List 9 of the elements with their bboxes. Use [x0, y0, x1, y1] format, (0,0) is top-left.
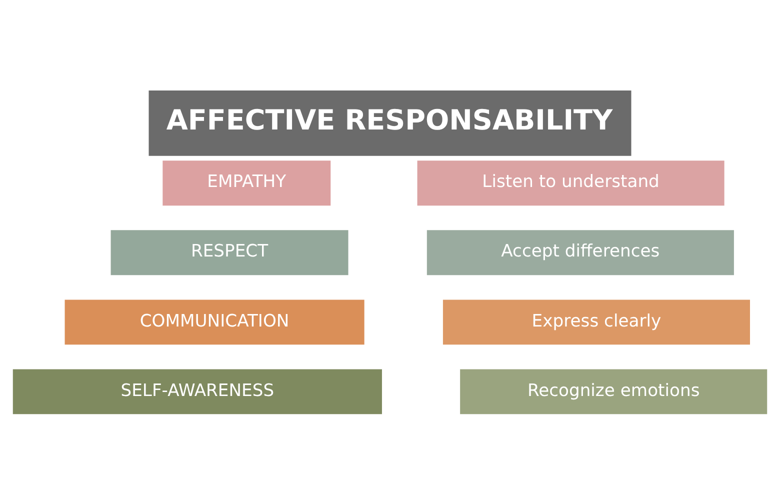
diagram-title: AFFECTIVE RESPONSABILITY — [166, 102, 613, 136]
node-box: EMPATHY — [162, 159, 332, 206]
node-box: SELF-AWARENESS — [12, 368, 384, 415]
node-box: RESPECT — [110, 228, 350, 276]
node-box: Recognize emotions — [459, 368, 768, 415]
node-box: Accept differences — [426, 228, 736, 276]
node-box: COMMUNICATION — [64, 298, 366, 346]
node-box: Listen to understand — [416, 159, 726, 206]
node-box: Express clearly — [442, 298, 752, 346]
